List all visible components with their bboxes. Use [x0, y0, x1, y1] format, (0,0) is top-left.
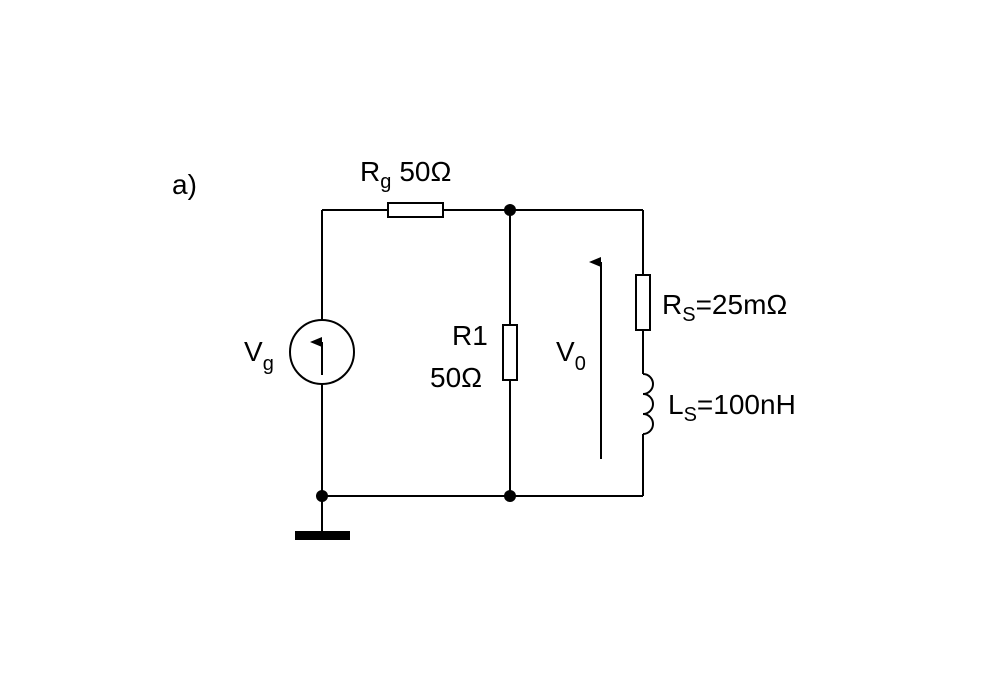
v0-label: V0 [556, 336, 586, 375]
r1-resistor [502, 324, 518, 381]
junction-top [504, 204, 516, 216]
ls-label: LS=100nH [668, 389, 796, 426]
r1-name-label: R1 [452, 320, 488, 351]
vg-label: Vg [244, 336, 274, 375]
ground-icon [295, 531, 350, 540]
rs-resistor [635, 274, 651, 331]
ls-inductor [642, 373, 654, 435]
junction-bottom-left [316, 490, 328, 502]
r1-value-label: 50Ω [430, 362, 482, 393]
rs-label: RS=25mΩ [662, 289, 787, 326]
rg-resistor [387, 202, 444, 218]
junction-bottom-mid [504, 490, 516, 502]
panel-label: a) [172, 169, 197, 200]
